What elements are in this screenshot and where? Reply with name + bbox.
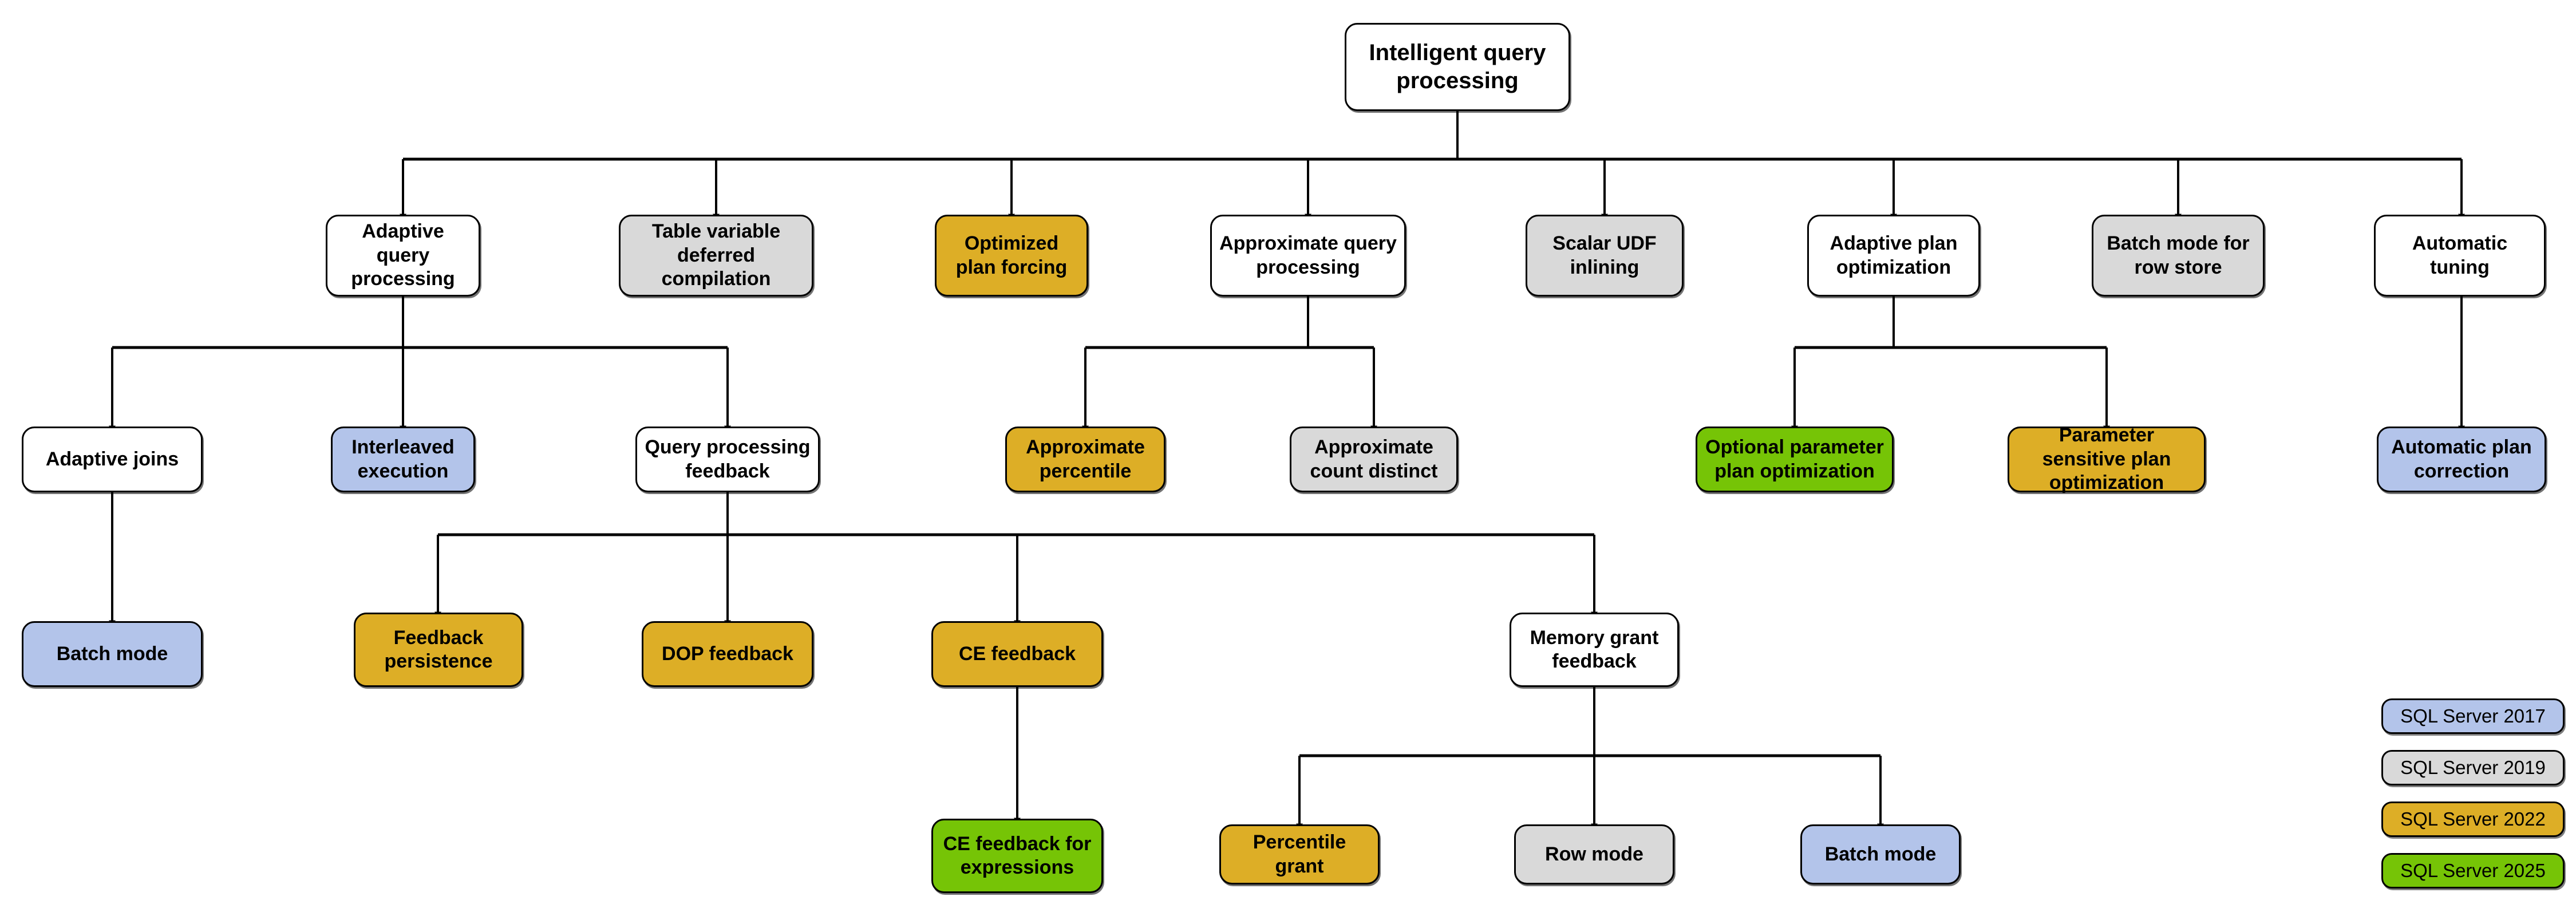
node-batch-mode-adaptive-joins[interactable]: Batch mode bbox=[22, 621, 203, 687]
node-feedback-persistence[interactable]: Feedback persistence bbox=[354, 613, 523, 687]
node-scalar-udf-inlining[interactable]: Scalar UDF inlining bbox=[1526, 215, 1684, 297]
node-automatic-tuning[interactable]: Automatic tuning bbox=[2374, 215, 2546, 297]
node-query-processing-feedback[interactable]: Query processing feedback bbox=[635, 427, 820, 492]
node-adaptive-joins[interactable]: Adaptive joins bbox=[22, 427, 203, 492]
node-batch-mode-memory-grant[interactable]: Batch mode bbox=[1800, 824, 1961, 885]
node-interleaved-execution[interactable]: Interleaved execution bbox=[331, 427, 475, 492]
node-ce-feedback[interactable]: CE feedback bbox=[931, 621, 1103, 687]
node-approximate-count-distinct[interactable]: Approximate count distinct bbox=[1290, 427, 1458, 492]
node-table-variable-deferred-compilation[interactable]: Table variable deferred compilation bbox=[619, 215, 813, 297]
legend-item-sql-server-2017: SQL Server 2017 bbox=[2381, 698, 2565, 734]
node-approximate-query-processing[interactable]: Approximate query processing bbox=[1210, 215, 1406, 297]
node-intelligent-query-processing[interactable]: Intelligent query processing bbox=[1345, 23, 1570, 111]
node-adaptive-plan-optimization[interactable]: Adaptive plan optimization bbox=[1807, 215, 1980, 297]
legend-item-sql-server-2025: SQL Server 2025 bbox=[2381, 853, 2565, 889]
node-parameter-sensitive-plan-optimization[interactable]: Parameter sensitive plan optimization bbox=[2008, 424, 2206, 493]
node-dop-feedback[interactable]: DOP feedback bbox=[642, 621, 813, 687]
node-memory-grant-feedback[interactable]: Memory grant feedback bbox=[1510, 613, 1679, 687]
node-adaptive-query-processing[interactable]: Adaptive query processing bbox=[326, 215, 480, 297]
node-ce-feedback-for-expressions[interactable]: CE feedback for expressions bbox=[931, 819, 1103, 893]
node-approximate-percentile[interactable]: Approximate percentile bbox=[1005, 427, 1165, 492]
node-automatic-plan-correction[interactable]: Automatic plan correction bbox=[2377, 427, 2546, 492]
legend-item-sql-server-2022: SQL Server 2022 bbox=[2381, 802, 2565, 837]
node-optional-parameter-plan-optimization[interactable]: Optional parameter plan optimization bbox=[1696, 427, 1894, 492]
node-optimized-plan-forcing[interactable]: Optimized plan forcing bbox=[935, 215, 1088, 297]
node-batch-mode-for-row-store[interactable]: Batch mode for row store bbox=[2092, 215, 2265, 297]
node-row-mode[interactable]: Row mode bbox=[1514, 824, 1674, 885]
node-percentile-grant[interactable]: Percentile grant bbox=[1219, 824, 1380, 885]
legend-item-sql-server-2019: SQL Server 2019 bbox=[2381, 750, 2565, 785]
